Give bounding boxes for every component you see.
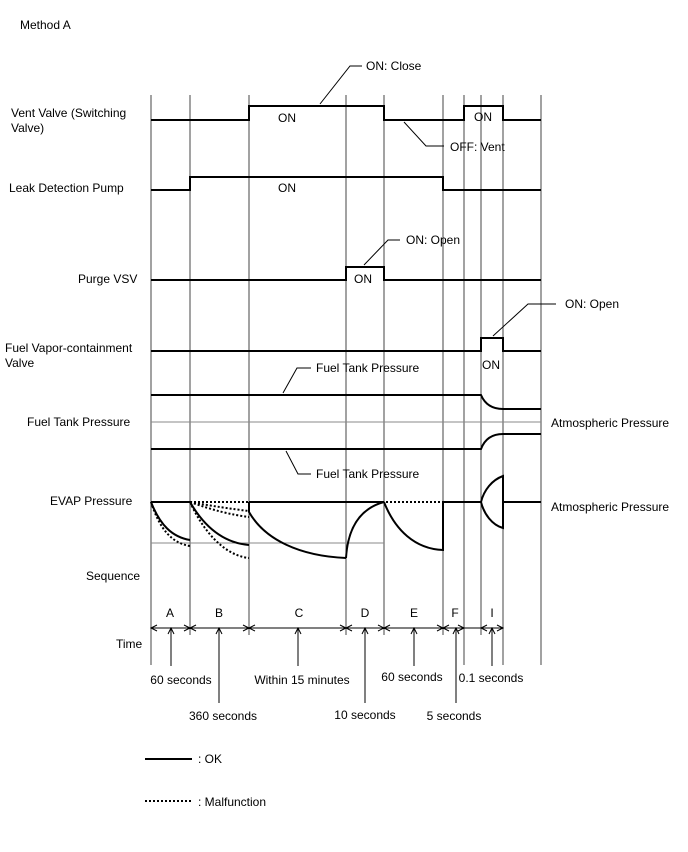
time-label-b: 360 seconds	[189, 709, 257, 723]
evap-ok-phase-d	[345, 501, 385, 559]
vent-off-vent-annotation: OFF: Vent	[450, 140, 505, 154]
time-label-e: 60 seconds	[381, 670, 442, 684]
ftp-upper-annotation: Fuel Tank Pressure	[316, 361, 419, 375]
vent-valve-label-line2: Valve)	[11, 121, 44, 135]
vent-on-label: ON	[278, 111, 296, 125]
ftp-lower-trace	[151, 433, 541, 450]
vent-close-leader	[319, 65, 362, 105]
purge-vsv-signal	[151, 266, 541, 281]
fvv-on-open-annotation: ON: Open	[565, 297, 619, 311]
evap-label: EVAP Pressure	[50, 494, 133, 508]
time-arrowheads	[149, 624, 505, 632]
evap-ok-phase-e	[383, 501, 444, 552]
ftp-lower-annotation: Fuel Tank Pressure	[316, 467, 419, 481]
fvv-on-label: ON	[482, 358, 500, 372]
sequence-b: B	[215, 606, 223, 620]
fvv-label-line2: Valve	[5, 356, 34, 370]
vent-valve-label: Vent Valve (Switching	[11, 106, 126, 120]
ftp-upper-trace	[151, 394, 541, 410]
sequence-a: A	[166, 606, 174, 620]
sequence-e: E	[410, 606, 418, 620]
ftp-label: Fuel Tank Pressure	[27, 415, 130, 429]
vent-vent-leader	[403, 121, 444, 147]
fvv-open-leader	[492, 303, 556, 337]
vent-valve-signal	[151, 105, 541, 121]
time-label-i: 0.1 seconds	[459, 671, 524, 685]
time-label-a: 60 seconds	[150, 673, 211, 687]
sequence-label: Sequence	[86, 569, 140, 583]
evap-malfunction-phase-b-high	[189, 501, 250, 512]
vent-on-close-annotation: ON: Close	[366, 59, 422, 73]
sequence-c: C	[295, 606, 304, 620]
sequence-d: D	[361, 606, 370, 620]
legend-ok-label: : OK	[198, 752, 222, 766]
atmospheric-annotation-1: Atmospheric Pressure	[551, 416, 669, 430]
time-label-c: Within 15 minutes	[254, 673, 349, 687]
time-duration-pointers	[170, 628, 493, 703]
vent-on-label-2: ON	[474, 110, 492, 124]
time-label-d: 10 seconds	[334, 708, 395, 722]
evap-ok-phase-c	[248, 502, 347, 559]
sequence-i: I	[490, 606, 493, 620]
evap-malfunction-phase-b-low	[189, 501, 250, 559]
evap-ok-phase-b	[189, 501, 250, 546]
evap-ok-phase-a	[150, 501, 191, 541]
purge-open-leader	[363, 239, 400, 266]
ftp-upper-leader	[282, 367, 311, 394]
method-title: Method A	[20, 18, 71, 32]
leak-pump-label: Leak Detection Pump	[9, 181, 124, 195]
fvv-label: Fuel Vapor-containment	[5, 341, 133, 355]
legend-malfunction-label: : Malfunction	[198, 795, 266, 809]
time-label-f: 5 seconds	[427, 709, 482, 723]
leak-pump-signal	[151, 176, 541, 191]
evap-ok-phase-i	[480, 474, 504, 530]
purge-on-label: ON	[354, 272, 372, 286]
time-duration-arrowtips	[167, 626, 496, 635]
atmospheric-annotation-2: Atmospheric Pressure	[551, 500, 669, 514]
ftp-lower-leader	[285, 450, 311, 475]
time-label: Time	[116, 637, 143, 651]
purge-vsv-label: Purge VSV	[78, 272, 137, 286]
sequence-f: F	[451, 606, 458, 620]
purge-on-open-annotation: ON: Open	[406, 233, 460, 247]
evap-malfunction-phase-a	[150, 501, 191, 547]
pump-on-label: ON	[278, 181, 296, 195]
fvv-signal	[151, 337, 541, 352]
